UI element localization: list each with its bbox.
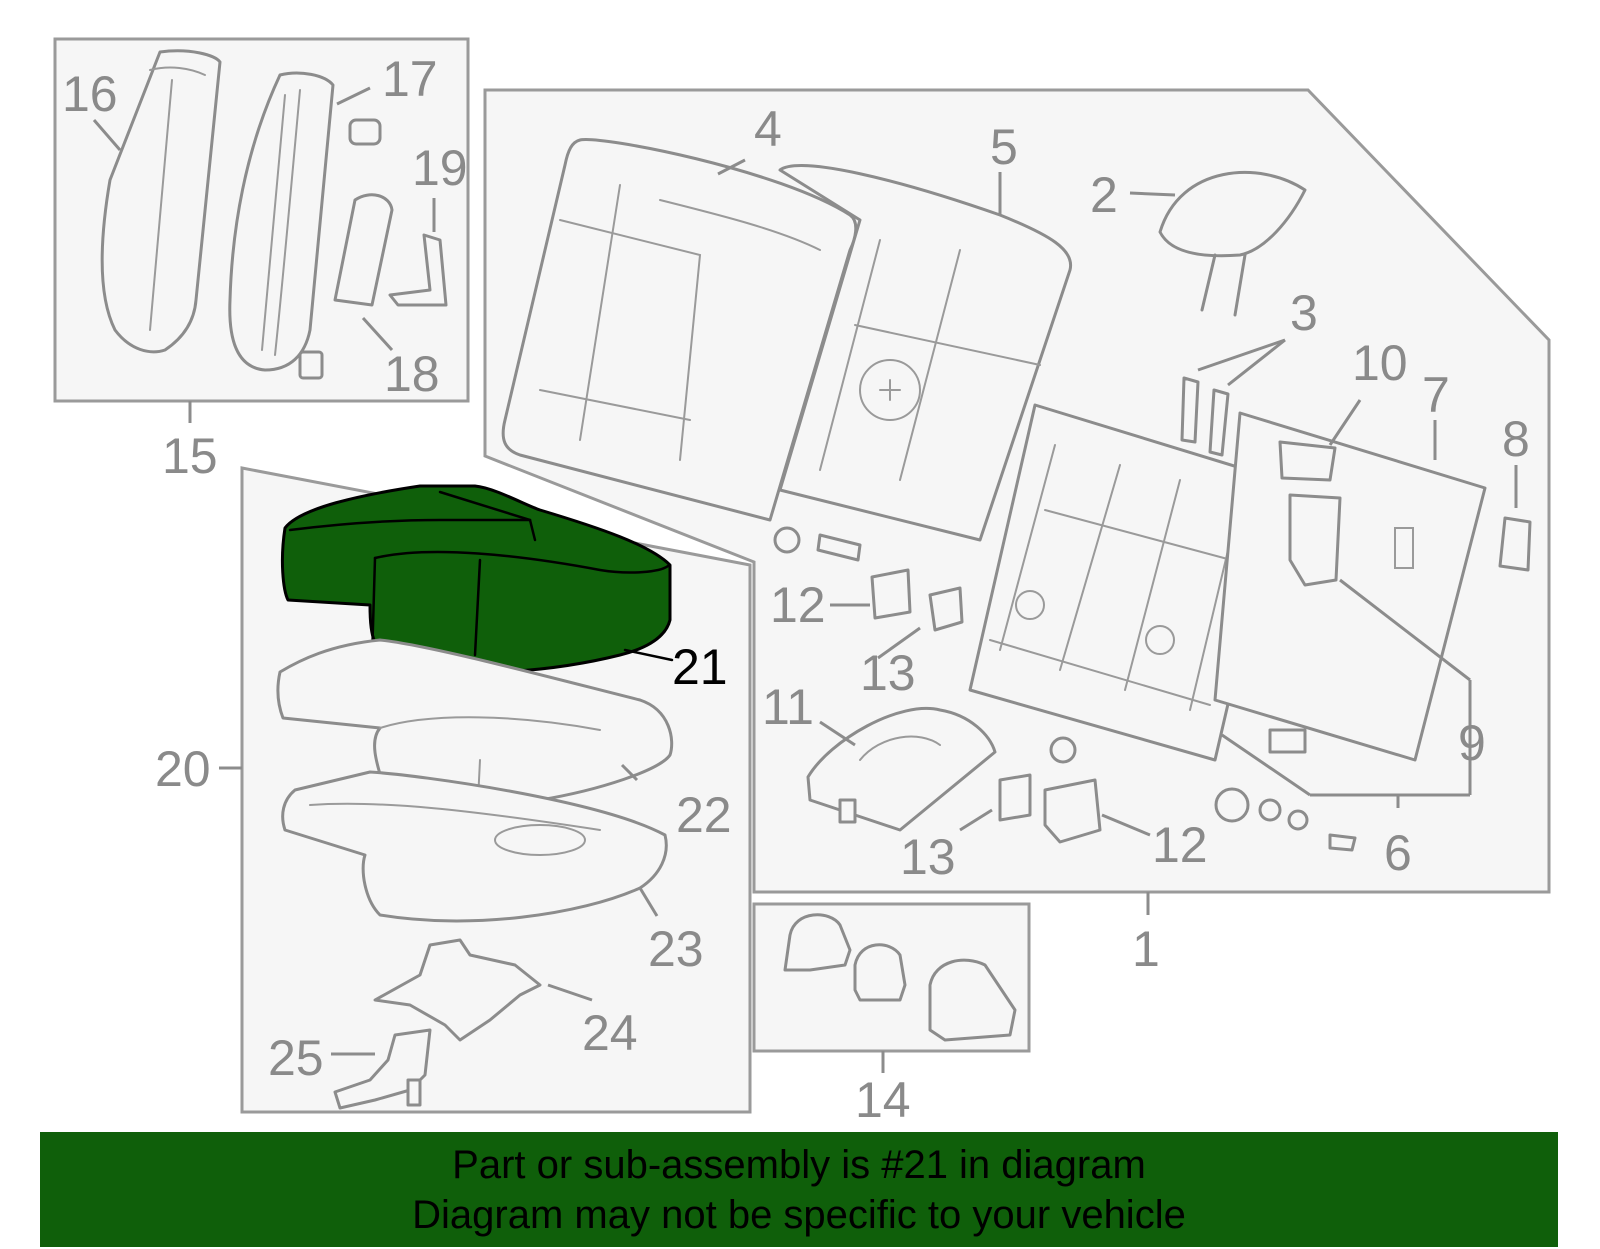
bracket-part-24 [373, 938, 542, 1042]
callout-15: 15 [162, 428, 218, 484]
frame-part-6 [968, 403, 1282, 762]
cover-part-10 [1278, 440, 1337, 482]
armrest-part-19 [388, 233, 448, 307]
fasteners [773, 526, 1357, 852]
info-banner: Part or sub-assembly is #21 in diagram D… [40, 1132, 1558, 1247]
callout-4: 4 [754, 101, 782, 157]
headrest-part-2 [1158, 171, 1307, 317]
callout-6: 6 [1384, 825, 1412, 881]
banner-line-disclaimer: Diagram may not be specific to your vehi… [412, 1192, 1186, 1237]
callout-13-lower: 13 [900, 829, 956, 885]
armrest-part-18 [333, 193, 394, 307]
tray-part-23 [281, 770, 668, 923]
pivot-part-13 [928, 586, 1032, 822]
callout-13-upper: 13 [860, 645, 916, 701]
callout-16: 16 [62, 66, 118, 122]
callout-18: 18 [384, 346, 440, 402]
cupholder-part-11 [806, 707, 997, 832]
armrest-part-16 [100, 49, 222, 354]
callout-20: 20 [155, 741, 211, 797]
callout-1: 1 [1132, 921, 1160, 977]
callout-22: 22 [676, 787, 732, 843]
callout-21: 21 [672, 639, 728, 695]
hinge-part-12 [870, 568, 1102, 844]
banner-line-part-number: Part or sub-assembly is #21 in diagram [452, 1142, 1146, 1187]
callout-5: 5 [990, 119, 1018, 175]
callout-14: 14 [855, 1072, 911, 1128]
callout-7: 7 [1422, 367, 1450, 423]
callout-3: 3 [1290, 285, 1318, 341]
callout-17: 17 [382, 51, 438, 107]
callout-2: 2 [1090, 167, 1118, 223]
hinge-set-part-14 [783, 913, 1017, 1042]
callout-12-lower: 12 [1152, 817, 1208, 873]
callout-9: 9 [1458, 715, 1486, 771]
callout-23: 23 [648, 921, 704, 977]
callout-25: 25 [268, 1030, 324, 1086]
callout-10: 10 [1352, 335, 1408, 391]
bracket-part-25 [333, 1028, 432, 1110]
callout-8: 8 [1502, 411, 1530, 467]
guide-part-3 [1180, 376, 1230, 457]
armrest-part-17 [228, 71, 382, 380]
callout-11: 11 [762, 679, 814, 735]
leader-lines [92, 86, 1518, 1056]
cushion-part-21-highlighted [280, 484, 672, 674]
callout-12-upper: 12 [770, 577, 826, 633]
callout-19: 19 [412, 140, 468, 196]
latch-part-8 [1498, 516, 1532, 572]
callout-24: 24 [582, 1005, 638, 1061]
bracket-part-9 [1288, 493, 1342, 587]
